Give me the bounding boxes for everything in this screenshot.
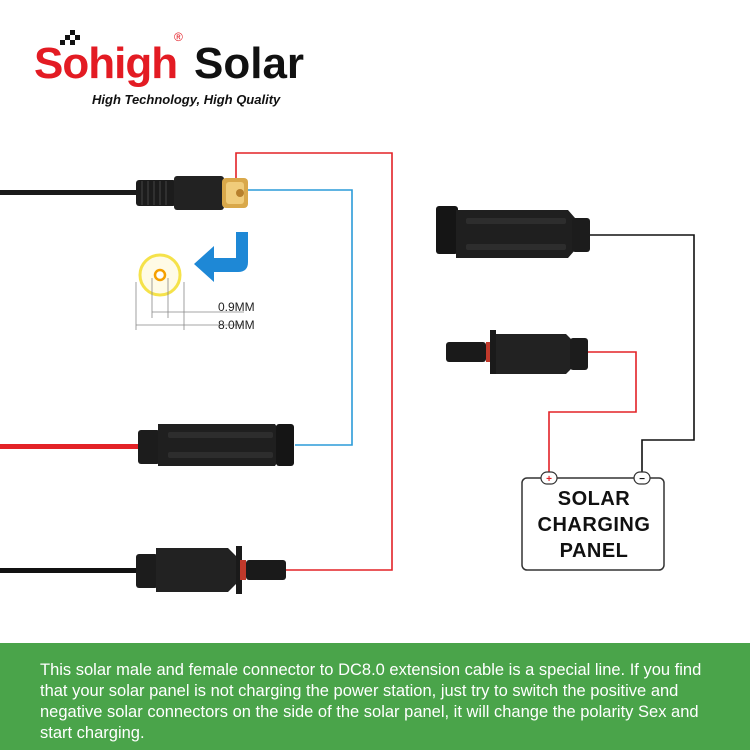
panel-plus-terminal: + [546,474,552,485]
mc4-female-connector-right [436,206,590,258]
logo-brand-red: Sohigh [34,39,178,88]
logo-checker-icon [60,30,80,45]
blue-bent-arrow-icon [194,232,248,282]
logo-registered-mark: ® [174,30,183,44]
mc4-male-connector-right [446,330,588,374]
solar-charging-panel-box: + − [521,471,665,571]
solar-panel-label: SOLAR CHARGING PANEL [524,486,664,564]
dc-pin-cross-section-icon [135,253,244,330]
brand-logo: Sohigh ® Solar High Technology, High Qua… [34,30,324,112]
mc4-female-connector-red-cable [0,424,294,466]
dimension-inner-label: 0.9MM [218,300,255,314]
panel-line-1: SOLAR [557,488,631,510]
logo-brand-black: Solar [194,39,305,88]
dimension-outer-label: 8.0MM [218,318,255,332]
panel-line-3: PANEL [559,540,629,562]
panel-line-2: CHARGING [537,514,651,536]
negative-wire-right [590,234,695,476]
info-banner: This solar male and female connector to … [0,643,750,750]
wiring-diagram: + − [0,152,695,594]
panel-minus-terminal: − [639,474,645,485]
red-wire-loop [235,152,393,571]
mc4-male-connector-black-cable [0,546,286,594]
info-banner-text: This solar male and female connector to … [40,661,702,742]
positive-wire-right [548,351,637,476]
logo-tagline: High Technology, High Quality [92,92,281,107]
dc-8mm-plug [0,176,248,210]
blue-guide-loop [248,189,353,446]
